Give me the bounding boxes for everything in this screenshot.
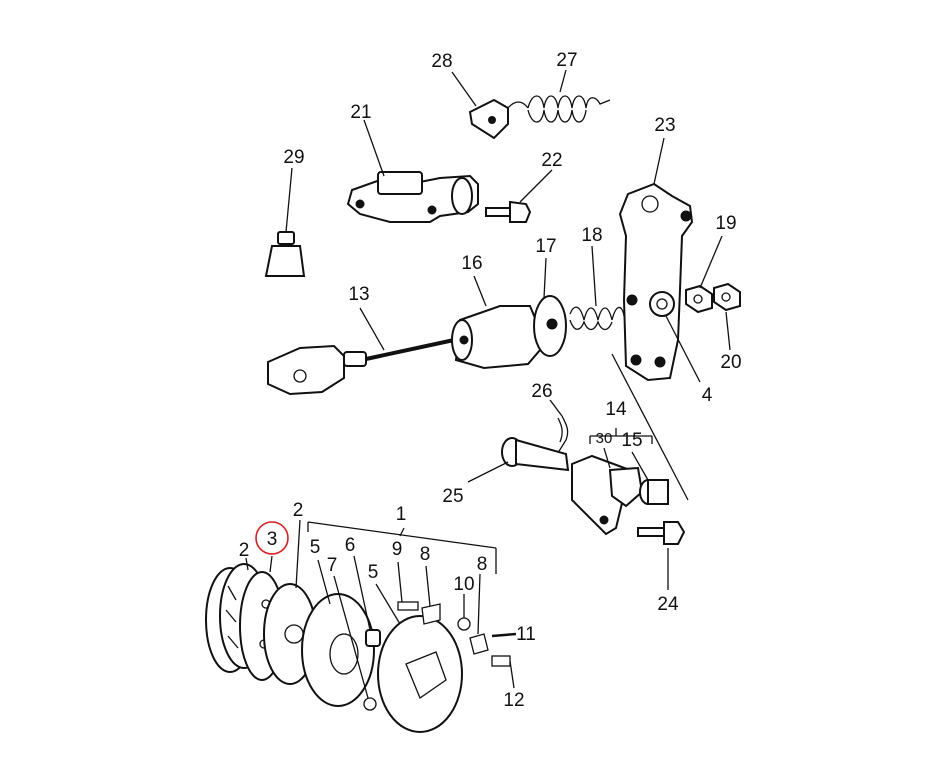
- label-2-cover: 2: [293, 500, 304, 521]
- part-24-bolt: [637, 521, 686, 590]
- label-1: 1: [396, 504, 407, 525]
- label-23: 23: [654, 115, 675, 136]
- part-19-nut: [685, 235, 723, 314]
- label-8-lower: 8: [477, 554, 488, 575]
- part-11-pin: [491, 632, 517, 638]
- label-15: 15: [621, 430, 642, 451]
- label-18: 18: [581, 225, 602, 246]
- part-29-fluid-bottle: [264, 167, 306, 277]
- part-27-spring: [507, 69, 611, 123]
- part-15-bush: [631, 451, 669, 505]
- label-17: 17: [535, 236, 556, 257]
- label-21: 21: [350, 102, 371, 123]
- label-25: 25: [442, 486, 463, 507]
- label-30: 30: [596, 430, 613, 447]
- part-9-bolt: [397, 561, 419, 611]
- label-10: 10: [453, 574, 474, 595]
- label-6: 6: [345, 535, 356, 556]
- clutch-assembly-bracket: [307, 521, 497, 574]
- label-29: 29: [283, 147, 304, 168]
- label-9: 9: [392, 539, 403, 560]
- assembly-14-bracket: [589, 353, 689, 501]
- part-30-plate: [571, 447, 644, 536]
- label-3: 3: [267, 529, 278, 550]
- part-26-split-pin: [549, 399, 569, 457]
- label-2-plate: 2: [239, 540, 250, 561]
- label-16: 16: [461, 253, 482, 274]
- part-16-slave-cylinder: [451, 275, 541, 370]
- label-27: 27: [556, 50, 577, 71]
- part-6-plug: [353, 555, 381, 647]
- part-25-clevis-pin: [467, 437, 570, 483]
- part-18-spring: [569, 245, 625, 331]
- label-24: 24: [657, 594, 679, 615]
- part-17-dust-cover: [533, 257, 567, 357]
- part-5-housing: [375, 583, 463, 733]
- part-8-tab-washer: [421, 565, 441, 625]
- part-12-bolt: [491, 655, 515, 689]
- label-14: 14: [605, 399, 627, 420]
- part-7-ring: [333, 575, 377, 711]
- label-8-upper: 8: [420, 544, 431, 565]
- label-28: 28: [431, 51, 452, 72]
- part-21-master-cylinder: [346, 119, 479, 223]
- label-26: 26: [531, 381, 552, 402]
- label-7: 7: [327, 555, 338, 576]
- part-13-push-rod: [267, 307, 455, 396]
- part-8-tab-washer-2: [469, 573, 489, 655]
- label-5-housing: 5: [368, 562, 379, 583]
- label-20: 20: [720, 352, 741, 373]
- label-19: 19: [715, 213, 736, 234]
- label-5-flywheel: 5: [310, 537, 321, 558]
- label-4: 4: [702, 385, 713, 406]
- label-22: 22: [541, 150, 562, 171]
- label-13: 13: [348, 284, 369, 305]
- part-20-nut: [713, 282, 741, 351]
- part-5-flywheel: [301, 559, 375, 707]
- part-28-bracket: [451, 71, 509, 140]
- highlight-circle-3: [255, 521, 289, 555]
- part-22-bolt: [485, 169, 553, 223]
- part-4-bush: [649, 291, 701, 383]
- part-10-washer: [457, 594, 471, 631]
- label-12: 12: [503, 690, 524, 711]
- part-23-release-lever: [618, 137, 694, 382]
- label-11: 11: [516, 624, 536, 645]
